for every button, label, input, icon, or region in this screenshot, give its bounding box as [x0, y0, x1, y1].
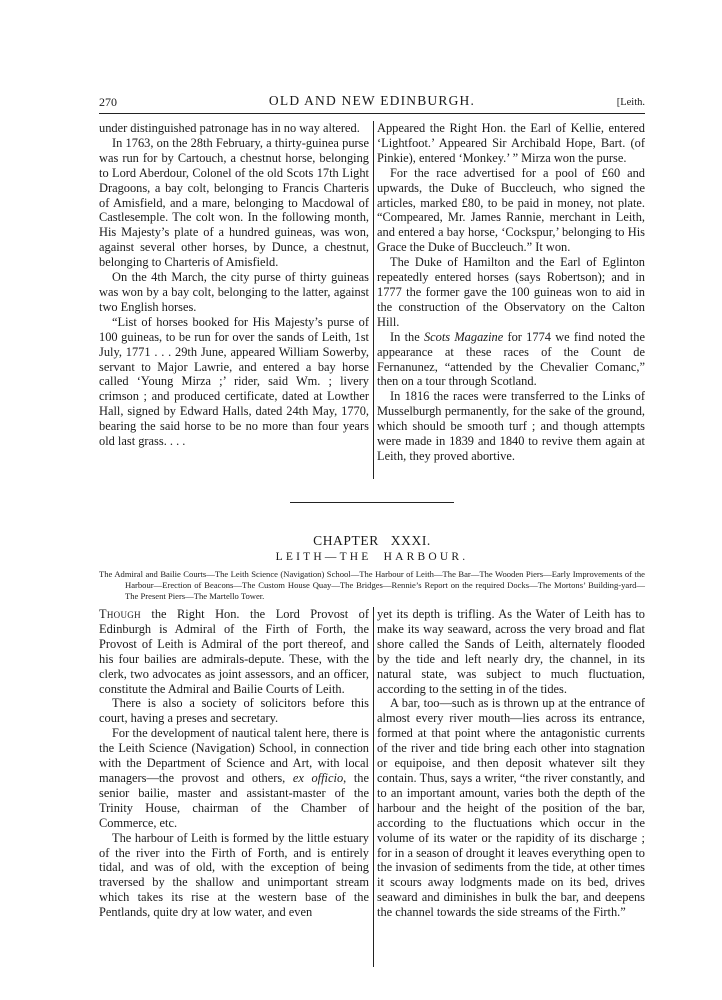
running-title: OLD AND NEW EDINBURGH.: [268, 93, 476, 108]
chapter-number: CHAPTER XXXI.: [313, 533, 431, 548]
paragraph: For the development of nautical talent h…: [99, 726, 369, 830]
bottom-right-column: yet its depth is trifling. As the Water …: [377, 607, 645, 967]
paragraph: “List of horses booked for His Majesty’s…: [99, 314, 369, 449]
paragraph: In the Scots Magazine for 1774 we find n…: [377, 329, 646, 389]
paragraph: yet its depth is trifling. As the Water …: [377, 607, 645, 696]
section-label: [Leith.: [616, 97, 645, 108]
running-header: 270 OLD AND NEW EDINBURGH. [Leith.: [99, 93, 645, 110]
bottom-left-column: Though the Right Hon. the Lord Provost o…: [99, 607, 369, 967]
opening-word: Though: [99, 607, 141, 621]
chapter-synopsis: The Admiral and Bailie Courts—The Leith …: [99, 569, 645, 601]
column-rule: [373, 607, 374, 967]
header-rule: [99, 113, 645, 114]
column-rule: [373, 121, 374, 479]
page-number: 270: [99, 95, 117, 109]
paragraph: Though the Right Hon. the Lord Provost o…: [99, 607, 369, 696]
paragraph: Appeared the Right Hon. the Earl of Kell…: [377, 121, 645, 165]
top-left-column: under distinguished patronage has in no …: [99, 121, 369, 481]
paragraph: For the race advertised for a pool of £6…: [377, 165, 645, 255]
paragraph: In 1763, on the 28th February, a thirty-…: [99, 135, 369, 270]
italic-title: Scots Magazine: [423, 329, 504, 344]
chapter-title: LEITH—THE HARBOUR.: [275, 551, 469, 563]
paragraph: In 1816 the races were transferred to th…: [377, 389, 645, 463]
paragraph: There is also a society of solicitors be…: [99, 696, 369, 726]
paragraph: The harbour of Leith is formed by the li…: [99, 830, 369, 920]
section-divider: [290, 502, 454, 503]
paragraph: On the 4th March, the city purse of thir…: [99, 270, 369, 314]
paragraph: A bar, too—such as is thrown up at the e…: [377, 696, 645, 920]
top-right-column: Appeared the Right Hon. the Earl of Kell…: [377, 121, 645, 481]
paragraph: The Duke of Hamilton and the Earl of Egl…: [377, 255, 645, 329]
paragraph: under distinguished patronage has in no …: [99, 121, 360, 135]
italic-phrase: ex officio: [292, 770, 344, 785]
